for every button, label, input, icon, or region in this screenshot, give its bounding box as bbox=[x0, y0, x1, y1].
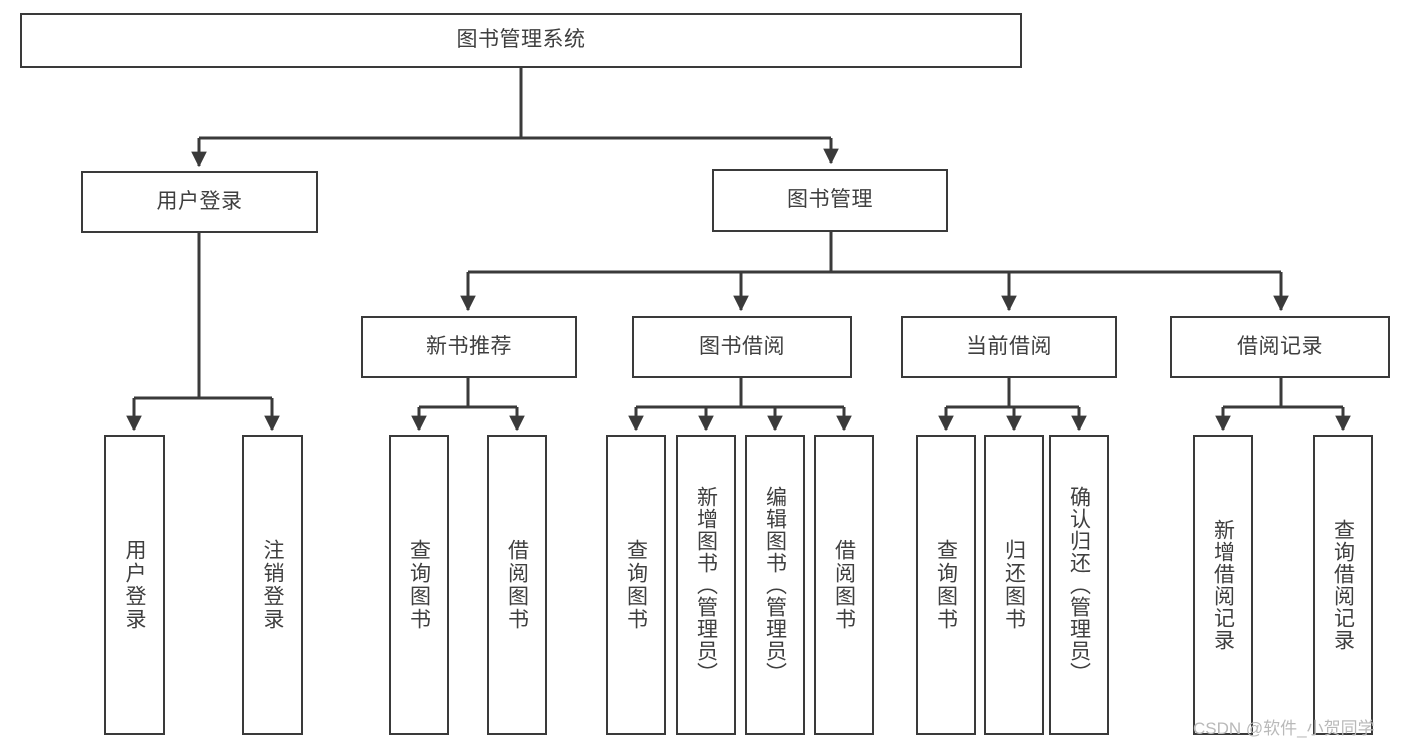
node-leaf-query-book-c[interactable]: 查询图书 bbox=[916, 435, 976, 735]
node-leaf-add-record[interactable]: 新增借阅记录 bbox=[1193, 435, 1253, 735]
node-root[interactable]: 图书管理系统 bbox=[20, 13, 1022, 68]
node-leaf-confirm-return[interactable]: 确认归还（管理员） bbox=[1049, 435, 1109, 735]
node-borrow-record[interactable]: 借阅记录 bbox=[1170, 316, 1390, 378]
node-current-borrow-label: 当前借阅 bbox=[966, 334, 1052, 358]
node-new-book-recommend[interactable]: 新书推荐 bbox=[361, 316, 577, 378]
node-user-login-label: 用户登录 bbox=[156, 189, 243, 213]
node-leaf-query-record[interactable]: 查询借阅记录 bbox=[1313, 435, 1373, 735]
node-leaf-confirm-return-label: 确认归还（管理员） bbox=[1067, 486, 1091, 684]
node-leaf-query-record-label: 查询借阅记录 bbox=[1331, 519, 1355, 651]
node-user-login[interactable]: 用户登录 bbox=[81, 171, 318, 233]
node-leaf-borrow-book-a[interactable]: 借阅图书 bbox=[487, 435, 547, 735]
node-book-borrow-label: 图书借阅 bbox=[699, 334, 785, 358]
node-leaf-query-book-b[interactable]: 查询图书 bbox=[606, 435, 666, 735]
node-book-borrow[interactable]: 图书借阅 bbox=[632, 316, 852, 378]
node-leaf-borrow-book-a-label: 借阅图书 bbox=[505, 539, 529, 631]
node-borrow-record-label: 借阅记录 bbox=[1237, 334, 1323, 358]
node-leaf-query-book-a-label: 查询图书 bbox=[407, 539, 431, 631]
node-root-label: 图书管理系统 bbox=[456, 28, 586, 52]
node-leaf-query-book-c-label: 查询图书 bbox=[934, 539, 958, 631]
node-leaf-logout-label: 注销登录 bbox=[261, 539, 284, 631]
node-leaf-return-book-label: 归还图书 bbox=[1002, 539, 1026, 631]
node-leaf-borrow-book-b-label: 借阅图书 bbox=[832, 539, 856, 631]
node-leaf-user-login-label: 用户登录 bbox=[123, 539, 146, 631]
node-leaf-add-book-label: 新增图书（管理员） bbox=[694, 486, 718, 684]
node-leaf-edit-book-label: 编辑图书（管理员） bbox=[763, 486, 787, 684]
node-leaf-add-book[interactable]: 新增图书（管理员） bbox=[676, 435, 736, 735]
node-leaf-logout[interactable]: 注销登录 bbox=[242, 435, 303, 735]
node-current-borrow[interactable]: 当前借阅 bbox=[901, 316, 1117, 378]
node-leaf-query-book-a[interactable]: 查询图书 bbox=[389, 435, 449, 735]
node-leaf-borrow-book-b[interactable]: 借阅图书 bbox=[814, 435, 874, 735]
node-leaf-return-book[interactable]: 归还图书 bbox=[984, 435, 1044, 735]
node-new-book-recommend-label: 新书推荐 bbox=[426, 334, 512, 358]
node-leaf-add-record-label: 新增借阅记录 bbox=[1211, 519, 1235, 651]
node-leaf-query-book-b-label: 查询图书 bbox=[624, 539, 648, 631]
node-book-management[interactable]: 图书管理 bbox=[712, 169, 948, 232]
node-leaf-user-login[interactable]: 用户登录 bbox=[104, 435, 165, 735]
node-leaf-edit-book[interactable]: 编辑图书（管理员） bbox=[745, 435, 805, 735]
node-book-management-label: 图书管理 bbox=[787, 188, 873, 212]
